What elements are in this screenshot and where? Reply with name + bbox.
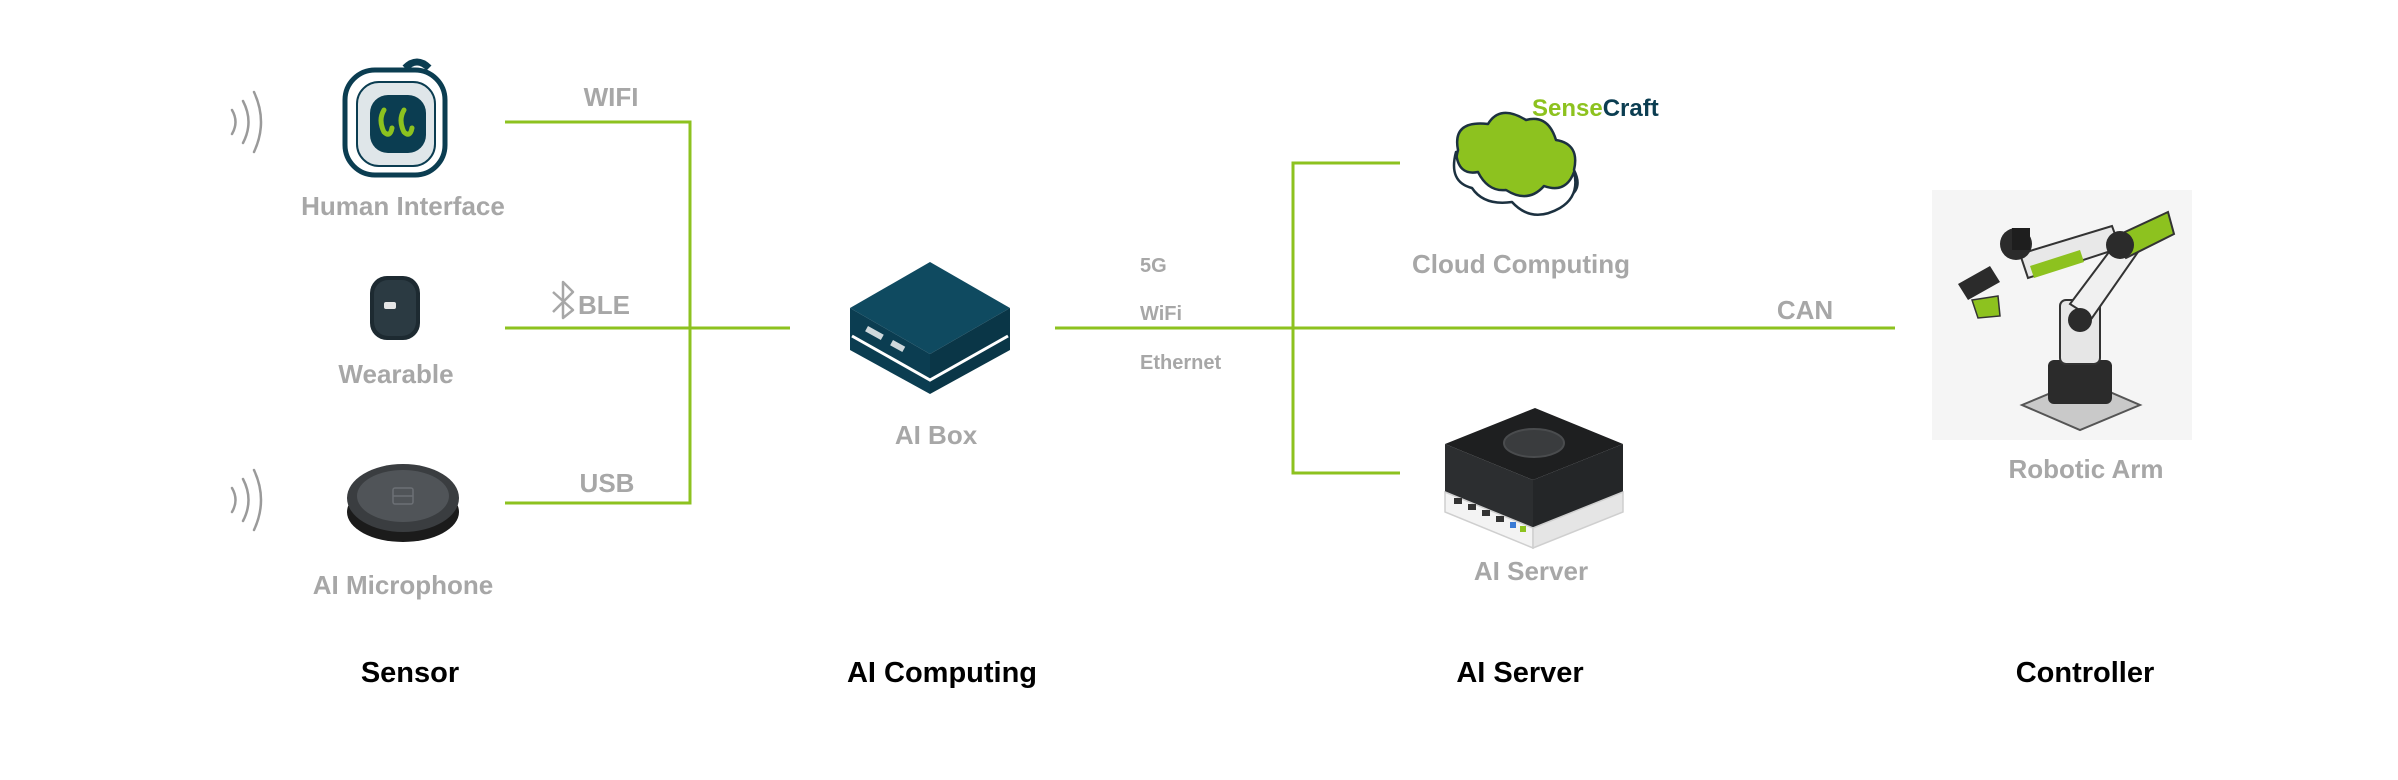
wearable-label: Wearable [338,359,453,389]
link-5g-label: 5G [1140,255,1167,277]
sound-wave-icon [230,468,263,532]
ai-server-label: AI Server [1474,556,1588,586]
link-wifi-label: WiFi [1140,303,1182,325]
brand-craft: Craft [1603,95,1659,122]
connection-lines [505,120,1895,505]
robotic-arm-icon [1932,190,2192,440]
microphone-device-icon [347,464,459,542]
human-interface-device-icon [342,58,448,178]
usb-link-line [505,328,692,505]
usb-link-label: USB [580,468,635,498]
ai-box-label: AI Box [895,420,978,450]
column-heading-sensor: Sensor [361,657,459,689]
cloud-computing-label: Cloud Computing [1412,249,1630,279]
wearable-device-icon [370,276,420,340]
ai-box-icon [850,262,1010,394]
cloud-icon [1452,111,1579,216]
robotic-arm-label: Robotic Arm [2008,454,2163,484]
sound-wave-icon [230,90,263,154]
brand-sense: Sense [1532,95,1603,122]
column-heading-ai-server: AI Server [1456,657,1583,689]
sensecraft-logo: SenseCraft [1532,95,1659,122]
column-heading-ai-computing: AI Computing [847,657,1037,689]
can-link-label: CAN [1777,295,1833,325]
column-heading-controller: Controller [2016,657,2155,689]
bluetooth-icon [552,280,575,320]
ai-server-icon [1444,408,1624,550]
link-ethernet-label: Ethernet [1140,352,1221,374]
ai-microphone-label: AI Microphone [313,570,494,600]
cloud-branch-line [1291,161,1400,475]
ble-link-label: BLE [578,290,630,320]
wifi-link-line [505,120,692,328]
wifi-link-label: WIFI [584,82,639,112]
human-interface-label: Human Interface [301,191,505,221]
